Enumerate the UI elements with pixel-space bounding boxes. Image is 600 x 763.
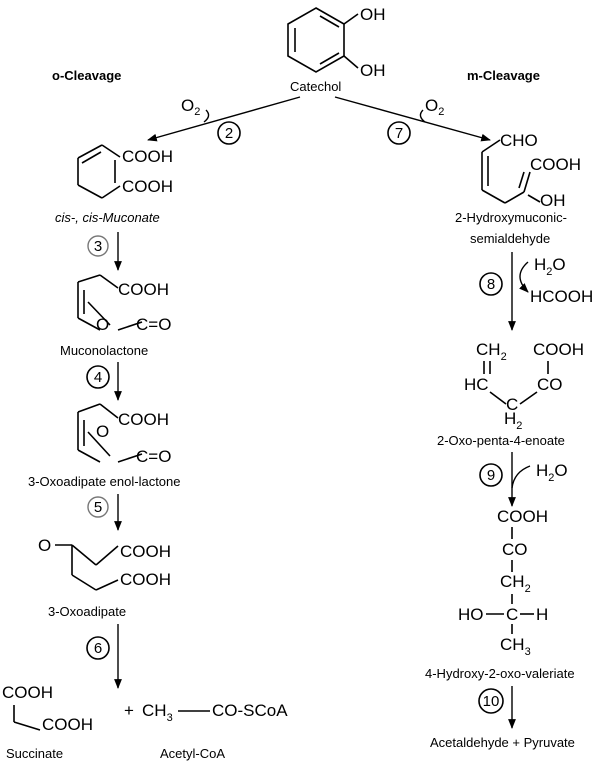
- oxoadipate-structure: [55, 544, 119, 591]
- catechol-oh-2: OH: [360, 61, 386, 80]
- step-4: 4: [86, 365, 110, 389]
- succinate-bond-2: [13, 721, 41, 731]
- hms-structure: [481, 139, 541, 204]
- muconolactone-structure: [77, 274, 143, 331]
- final-products-label: Acetaldehyde + Pyruvate: [430, 735, 575, 750]
- svg-text:6: 6: [94, 640, 102, 657]
- meta-cleavage-header: m-Cleavage: [467, 68, 540, 83]
- hov-cooh: COOH: [497, 507, 548, 526]
- hov-co: CO: [502, 540, 528, 559]
- succinate-label: Succinate: [6, 746, 63, 761]
- step-9: 9: [479, 463, 503, 487]
- o2-curve-left: [203, 109, 210, 123]
- oxoadipate-o: O: [38, 536, 51, 555]
- enol-lactone-structure: [77, 403, 143, 463]
- hms-oh: OH: [540, 191, 566, 210]
- catechol-structure: OH OH: [287, 5, 386, 80]
- o2-left: O2: [181, 96, 200, 118]
- step-8: 8: [479, 272, 503, 296]
- enol-lactone-o: O: [96, 422, 109, 441]
- step-10: 10: [478, 688, 504, 714]
- svg-text:8: 8: [487, 276, 495, 293]
- water-1: H2O: [534, 255, 566, 278]
- oxopentenoate-hc: HC: [464, 375, 489, 394]
- enol-lactone-cooh: COOH: [118, 410, 169, 429]
- muconolactone-o: O: [96, 315, 109, 334]
- acetyl-coa-label: Acetyl-CoA: [160, 746, 225, 761]
- hms-cho: CHO: [500, 131, 538, 150]
- hov-c: C: [506, 605, 518, 624]
- hcooh-release-curve: [518, 261, 529, 293]
- ortho-cleavage-header: o-Cleavage: [52, 68, 121, 83]
- muconate-cooh-2: COOH: [122, 177, 173, 196]
- hov-ch2: CH2: [500, 572, 531, 595]
- step-2: 2: [217, 121, 241, 145]
- catechol-label: Catechol: [290, 79, 341, 94]
- oxopentenoate-label: 2-Oxo-penta-4-enoate: [437, 433, 565, 448]
- meta-cleavage-arrow: [334, 96, 491, 142]
- catechol-oh-1: OH: [360, 5, 386, 24]
- oxopentenoate-bond-left: [489, 391, 507, 405]
- step-3: 3: [87, 235, 109, 257]
- ortho-cleavage-arrow: [147, 96, 301, 142]
- oxoadipate-cooh-1: COOH: [120, 542, 171, 561]
- oxopentenoate-h2: H2: [504, 409, 522, 432]
- enol-lactone-co: C=O: [136, 447, 171, 466]
- oxopentenoate-ch2: CH2: [476, 340, 507, 363]
- hov-h: H: [536, 605, 548, 624]
- oxoadipate-label: 3-Oxoadipate: [48, 604, 126, 619]
- step-5: 5: [87, 496, 109, 518]
- oxopentenoate-cooh: COOH: [533, 340, 584, 359]
- svg-text:9: 9: [487, 467, 495, 484]
- hms-cooh: COOH: [530, 155, 581, 174]
- oxopentenoate-c: C: [506, 395, 518, 414]
- oxopentenoate-bond-right: [519, 391, 538, 405]
- hms-label-line-2: semialdehyde: [470, 231, 550, 246]
- hov-label: 4-Hydroxy-2-oxo-valeriate: [425, 666, 575, 681]
- o2-curve-right: [419, 109, 426, 123]
- muconate-structure: [77, 144, 121, 199]
- water-2-curve: [511, 465, 531, 489]
- acetyl-coa-coscoa: CO-SCoA: [212, 701, 288, 720]
- plus-sign: +: [124, 701, 134, 720]
- svg-text:2: 2: [225, 125, 233, 142]
- svg-text:5: 5: [94, 499, 102, 516]
- o2-right: O2: [425, 96, 444, 118]
- muconate-label: cis-, cis-Muconate: [55, 210, 160, 225]
- enol-lactone-label: 3-Oxoadipate enol-lactone: [28, 474, 181, 489]
- muconolactone-cooh: COOH: [118, 280, 169, 299]
- step-7: 7: [387, 121, 411, 145]
- acetyl-coa-ch3: CH3: [142, 701, 173, 724]
- muconolactone-label: Muconolactone: [60, 343, 148, 358]
- muconolactone-co: C=O: [136, 315, 171, 334]
- svg-text:10: 10: [483, 693, 500, 710]
- muconate-cooh-1: COOH: [122, 147, 173, 166]
- water-2: H2O: [536, 461, 568, 484]
- oxopentenoate-co: CO: [537, 375, 563, 394]
- hov-ch3: CH3: [500, 635, 531, 658]
- hcooh: HCOOH: [530, 287, 593, 306]
- step-6: 6: [86, 636, 110, 660]
- succinate-cooh-2: COOH: [42, 715, 93, 734]
- hov-ho: HO: [458, 605, 484, 624]
- succinate-cooh-1: COOH: [2, 683, 53, 702]
- svg-text:3: 3: [94, 238, 102, 255]
- svg-text:4: 4: [94, 369, 102, 386]
- oxoadipate-cooh-2: COOH: [120, 570, 171, 589]
- hms-label-line-1: 2-Hydroxymuconic-: [455, 210, 567, 225]
- svg-text:7: 7: [395, 125, 403, 142]
